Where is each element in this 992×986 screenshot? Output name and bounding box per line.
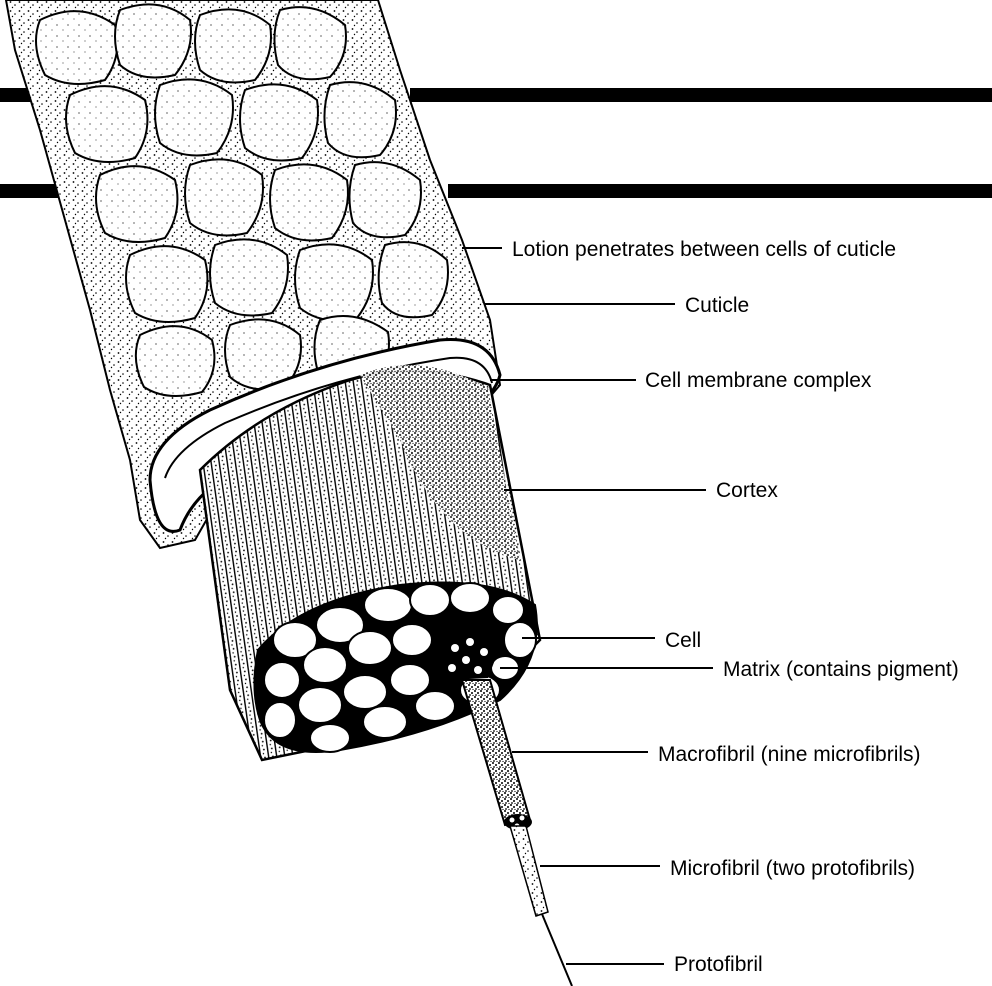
- label-cell-membrane-complex: Cell membrane complex: [645, 370, 871, 391]
- label-cell: Cell: [665, 630, 701, 651]
- label-protofibril: Protofibril: [674, 954, 763, 975]
- label-matrix: Matrix (contains pigment): [723, 659, 959, 680]
- macrofibril: [462, 680, 532, 830]
- label-cortex: Cortex: [716, 480, 778, 501]
- protofibril: [542, 914, 572, 986]
- label-cuticle: Cuticle: [685, 295, 749, 316]
- label-macrofibril: Macrofibril (nine microfibrils): [658, 744, 921, 765]
- label-microfibril: Microfibril (two protofibrils): [670, 858, 915, 879]
- label-lotion-penetration: Lotion penetrates between cells of cutic…: [512, 239, 896, 260]
- microfibril: [510, 826, 548, 916]
